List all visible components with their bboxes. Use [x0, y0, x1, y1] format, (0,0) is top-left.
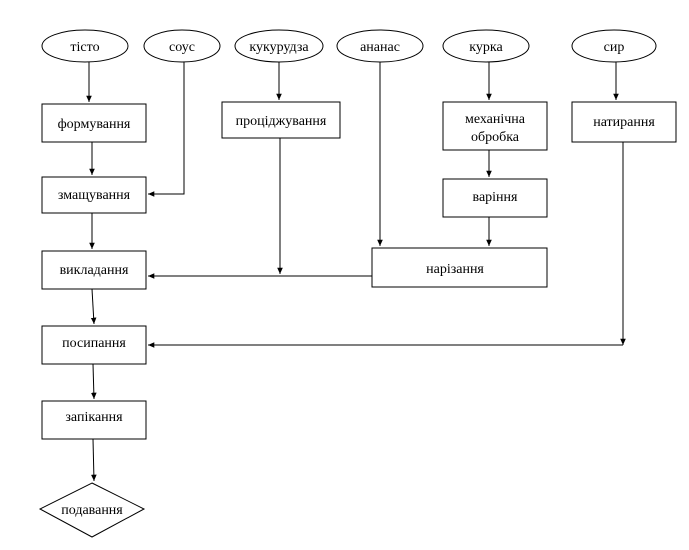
step-mechanical-processing-label-line2: обробка — [471, 130, 520, 145]
output-serving-label: подавання — [61, 503, 123, 518]
step-straining-label: проціджування — [236, 114, 327, 129]
input-cheese-node: сир — [571, 29, 657, 63]
step-grating-node: натирання — [571, 101, 677, 143]
input-chicken-node: курка — [442, 29, 530, 63]
step-boiling-label: варіння — [473, 190, 519, 205]
step-grating-label: натирання — [593, 115, 655, 130]
step-greasing-label: змащування — [58, 188, 131, 203]
step-baking-node: запікання — [41, 400, 147, 440]
input-sauce-label: соус — [169, 40, 195, 55]
input-corn-node: кукурудза — [234, 29, 324, 63]
step-boiling-node: варіння — [442, 178, 548, 218]
edge-sauce-to-greasing — [148, 62, 185, 197]
step-straining-node: проціджування — [221, 101, 341, 139]
input-chicken-label: курка — [469, 40, 503, 55]
output-serving-node: подавання — [38, 482, 146, 538]
step-cutting-node: нарізання — [371, 247, 548, 288]
step-baking-label: запікання — [65, 410, 123, 425]
step-shaping-node: формування — [41, 103, 147, 143]
input-pineapple-node: ананас — [336, 29, 424, 63]
input-dough-label: тісто — [70, 40, 99, 55]
input-dough-node: тісто — [41, 29, 129, 63]
edge-sprinkling-to-baking — [91, 363, 97, 400]
step-mechanical-processing-label-line1: механічна — [465, 112, 526, 127]
input-pineapple-label: ананас — [360, 40, 400, 55]
step-laying-out-label: викладання — [60, 263, 129, 278]
step-sprinkling-node: посипання — [41, 325, 147, 365]
step-laying-out-node: викладання — [41, 250, 147, 290]
step-cutting-label: нарізання — [426, 262, 484, 277]
step-shaping-label: формування — [58, 117, 131, 132]
input-cheese-label: сир — [604, 40, 625, 55]
edge-laying-out-to-sprinkling — [90, 288, 97, 325]
input-sauce-node: соус — [143, 29, 221, 63]
step-mechanical-processing-node: механічна обробка — [442, 101, 548, 151]
edge-baking-to-serving — [91, 438, 97, 482]
step-sprinkling-label: посипання — [62, 336, 126, 351]
input-corn-label: кукурудза — [249, 40, 309, 55]
step-greasing-node: змащування — [41, 176, 147, 214]
